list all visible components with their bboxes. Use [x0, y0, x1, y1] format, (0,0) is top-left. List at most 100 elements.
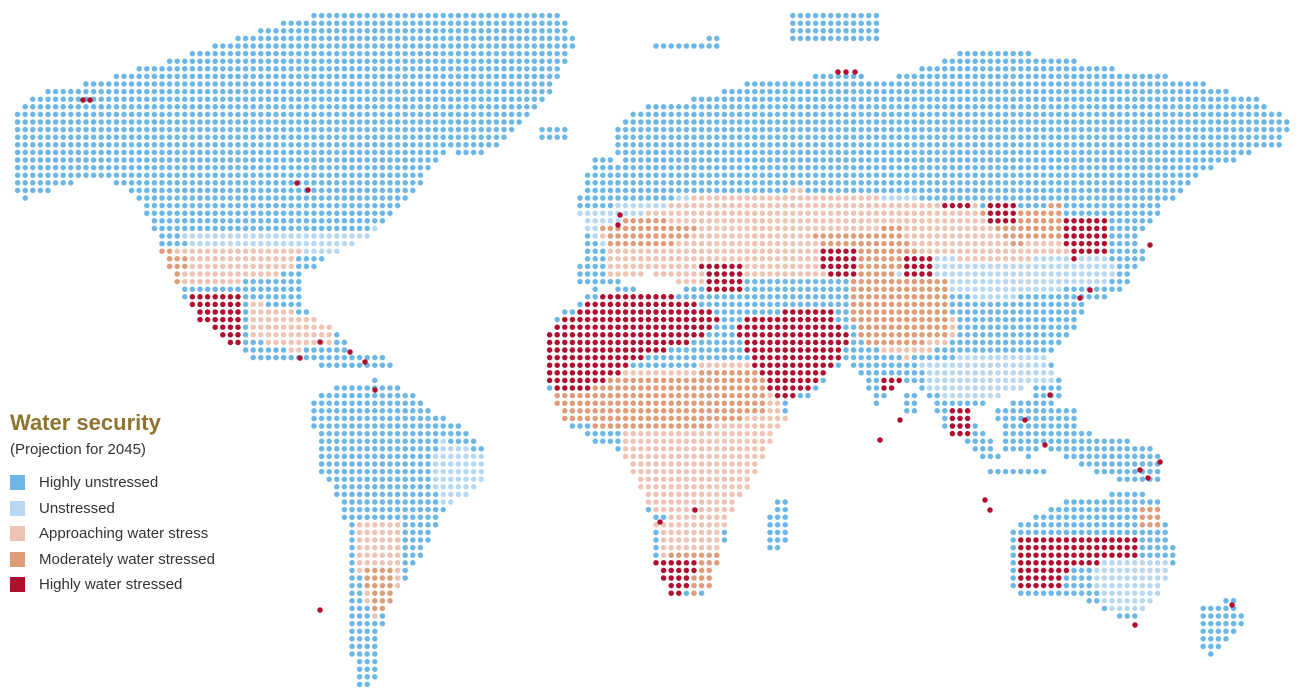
map-dot: [1002, 233, 1009, 239]
map-dot: [311, 256, 317, 262]
map-dot: [736, 157, 743, 163]
map-dot: [896, 96, 902, 102]
map-dot: [250, 35, 256, 42]
map-dot: [356, 104, 363, 110]
map-dot: [531, 35, 538, 42]
map-dot: [805, 96, 811, 102]
map-dot: [843, 286, 849, 292]
map-dot: [98, 134, 104, 140]
map-dot: [706, 271, 712, 277]
map-dot: [645, 385, 652, 391]
map-dot: [364, 73, 370, 80]
map-dot: [622, 142, 629, 148]
map-dot: [1223, 104, 1229, 110]
map-dot: [1101, 172, 1108, 178]
map-dot: [888, 362, 895, 368]
map-dot: [90, 142, 97, 148]
map-dot: [227, 126, 234, 133]
map-dot: [68, 142, 74, 148]
map-dot: [949, 119, 956, 125]
map-dot: [478, 50, 484, 57]
map-dot: [1094, 210, 1100, 216]
map-dot: [888, 370, 895, 376]
map-dot: [478, 134, 484, 140]
map-dot: [52, 111, 59, 118]
map-dot: [957, 202, 963, 209]
map-dot: [1025, 81, 1032, 87]
map-dot: [782, 96, 788, 102]
map-dot: [790, 195, 796, 201]
map-dot: [1230, 134, 1237, 140]
map-dot: [212, 195, 218, 201]
map-dot: [265, 149, 272, 156]
map-dot: [1010, 50, 1016, 57]
map-dot: [387, 202, 393, 209]
map-dot: [911, 286, 918, 292]
map-dot: [1124, 263, 1130, 270]
map-dot: [1010, 301, 1016, 308]
map-dot: [919, 286, 925, 292]
map-dot: [1238, 111, 1244, 118]
map-dot: [873, 377, 880, 384]
map-dot: [698, 180, 705, 186]
map-dot: [850, 324, 857, 330]
map-dot: [987, 96, 994, 102]
map-dot: [668, 104, 674, 110]
map-dot: [911, 278, 918, 285]
map-dot: [288, 81, 294, 87]
map-dot: [128, 111, 135, 118]
map-dot: [584, 339, 591, 346]
map-dot: [797, 256, 804, 262]
map-dot: [212, 309, 218, 315]
map-dot: [774, 370, 781, 376]
map-dot: [904, 370, 910, 376]
map-dot: [805, 294, 811, 300]
map-dot: [820, 294, 826, 300]
map-dot: [980, 81, 986, 87]
map-dot: [1101, 111, 1108, 118]
map-dot: [972, 164, 978, 171]
map-dot: [896, 271, 902, 277]
map-dot: [159, 88, 165, 95]
map-dot: [881, 149, 887, 156]
map-dot: [1101, 180, 1108, 186]
map-dot: [698, 104, 705, 110]
map-dot: [1040, 96, 1047, 102]
map-dot: [394, 12, 401, 19]
map-dot: [896, 104, 902, 110]
map-dot: [372, 126, 378, 133]
map-dot: [1078, 187, 1085, 194]
map-dot: [288, 278, 294, 285]
map-dot: [911, 149, 918, 156]
map-dot: [1147, 96, 1153, 102]
map-dot: [622, 256, 629, 262]
map-dot: [166, 81, 173, 87]
map-dot: [1078, 278, 1085, 285]
map-dot: [410, 12, 416, 19]
map-dot: [311, 12, 317, 19]
map-dot: [957, 66, 963, 72]
map-dot: [866, 35, 872, 42]
map-dot: [995, 339, 1001, 346]
map-dot: [334, 88, 340, 95]
map-dot: [303, 50, 310, 57]
map-dot: [676, 104, 682, 110]
map-dot: [220, 324, 226, 330]
map-dot: [888, 111, 895, 118]
map-dot: [660, 157, 667, 163]
map-dot: [159, 225, 165, 232]
map-dot: [949, 339, 956, 346]
map-dot: [341, 73, 348, 80]
map-dot: [516, 104, 522, 110]
map-dot: [782, 339, 788, 346]
map-dot: [828, 104, 834, 110]
map-dot: [995, 119, 1001, 125]
map-dot: [470, 126, 477, 133]
map-dot: [379, 385, 386, 391]
map-dot: [1018, 142, 1024, 148]
map-dot: [349, 195, 355, 201]
map-dot: [660, 126, 667, 133]
map-dot: [1162, 187, 1168, 194]
map-dot: [159, 81, 165, 87]
map-dot: [774, 278, 781, 285]
